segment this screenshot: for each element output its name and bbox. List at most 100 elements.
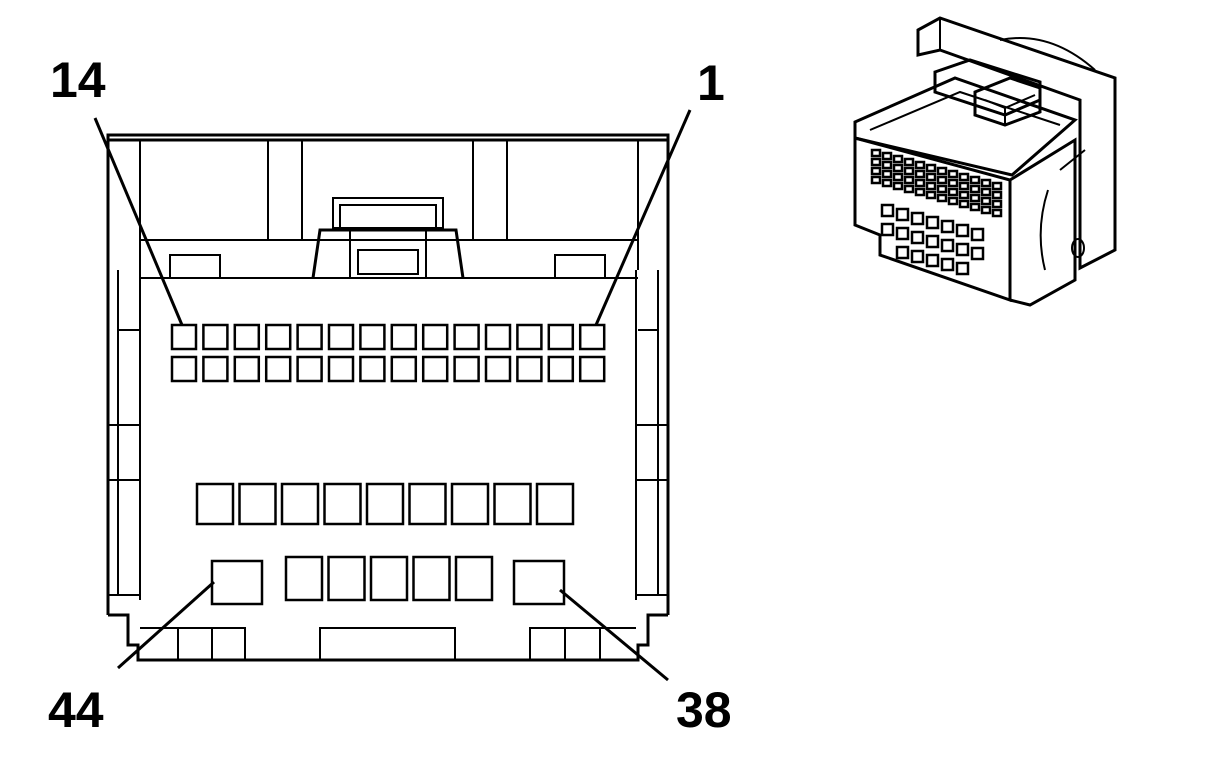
iso-upper-cavity [914,187,926,197]
upper-pin-cavity [453,323,480,351]
pin-label-1: 1 [697,55,725,111]
iso-upper-cavity [903,184,915,194]
pin-label-38: 38 [676,682,732,738]
leader-line-14 [93,117,184,326]
iso-lower-cavity [940,219,955,234]
upper-pin-cavity [516,355,543,383]
housing-bottom [108,613,668,662]
upper-pin-cavity [202,323,229,351]
upper-pin-cavity [264,355,292,383]
iso-upper-cavity [980,178,992,188]
iso-upper-cavity [914,160,926,170]
middle-pin-cavity [365,482,405,526]
latch [332,197,444,229]
cavity-pin-38 [512,559,566,606]
upper-pin-cavity [233,355,261,383]
iso-upper-cavity [870,148,882,158]
iso-upper-cavity [925,181,937,191]
iso-upper-cavity [958,181,970,191]
iso-latch [973,76,1042,127]
iso-upper-cavity [870,175,882,185]
leader-line-38 [559,588,669,682]
upper-pin-cavity [202,355,229,383]
iso-lower-cavity [880,222,895,237]
middle-pin-cavity [493,482,532,526]
iso-upper-cavity [958,199,970,209]
iso-lower-cavity [895,226,910,241]
iso-pin-grid [870,148,1003,218]
iso-upper-cavity [969,184,981,194]
pin-label-44: 44 [48,682,104,738]
iso-back-frame [916,16,1117,271]
iso-upper-cavity [881,151,893,161]
iso-upper-cavity [870,166,882,176]
iso-upper-cavity [881,160,893,170]
upper-pin-cavity [516,323,543,351]
iso-lower-cavity [895,207,910,222]
upper-pin-cavity [296,355,323,383]
iso-lower-cavities [880,203,985,276]
bottom-pin-cavity [369,555,409,602]
iso-lower-cavity [955,242,970,257]
iso-upper-cavity [958,172,970,182]
iso-upper-cavity [914,178,926,188]
iso-upper-cavity [936,193,948,203]
iso-lower-cavity [955,223,970,238]
cavity-pin-44 [210,559,264,606]
upper-pin-cavity [327,323,355,351]
upper-pin-cavity [170,355,198,383]
upper-pin-cavity [421,355,449,383]
iso-upper-cavity [925,190,937,200]
upper-pin-cavity [327,355,355,383]
iso-upper-cavity [892,181,904,191]
iso-lower-cavity [910,211,925,226]
iso-lower-cavity [940,238,955,253]
upper-pin-cavity [390,323,418,351]
upper-pin-cavity [296,323,323,351]
iso-upper-cavity [881,169,893,179]
bottom-pin-cavity [284,555,324,602]
leader-line-1 [594,109,692,326]
connector-isometric-view [853,16,1117,307]
bottom-pin-cavity [327,555,366,602]
middle-pin-cavity [323,482,362,526]
iso-upper-cavity [991,208,1003,218]
iso-upper-cavity [892,163,904,173]
middle-pin-cavity [195,482,235,526]
iso-top-deck [853,76,1078,177]
iso-upper-cavity [969,175,981,185]
upper-pin-cavity [264,323,292,351]
iso-upper-cavity [903,166,915,176]
middle-cavity-row [195,482,575,526]
iso-lower-cavity [925,253,940,268]
upper-pin-cavity [170,323,198,351]
iso-upper-cavity [980,205,992,215]
iso-upper-cavity [903,157,915,167]
upper-pin-cavity [484,323,512,351]
iso-upper-cavity [980,187,992,197]
iso-upper-cavity [925,172,937,182]
pin-label-14: 14 [50,52,106,108]
latch-tab [311,228,465,279]
upper-pin-cavity [421,323,449,351]
upper-pin-cavity [578,323,606,351]
iso-upper-cavity [936,175,948,185]
middle-pin-cavity [238,482,277,526]
upper-pin-cavity [547,323,575,351]
iso-lower-cavity [970,246,985,261]
upper-pin-rows [170,323,606,383]
iso-right-side [1009,137,1077,307]
iso-lower-cavity [925,215,940,230]
bottom-pin-cavity [454,555,494,602]
iso-upper-cavity [936,166,948,176]
upper-pin-cavity [359,323,386,351]
iso-upper-cavity [903,175,915,185]
iso-upper-cavity [969,202,981,212]
iso-upper-cavity [991,190,1003,200]
iso-lower-cavity [955,261,970,276]
connector-end-view: 14 1 44 38 [48,52,732,738]
iso-upper-cavity [936,184,948,194]
iso-lower-cavity [910,230,925,245]
iso-upper-cavity [892,172,904,182]
